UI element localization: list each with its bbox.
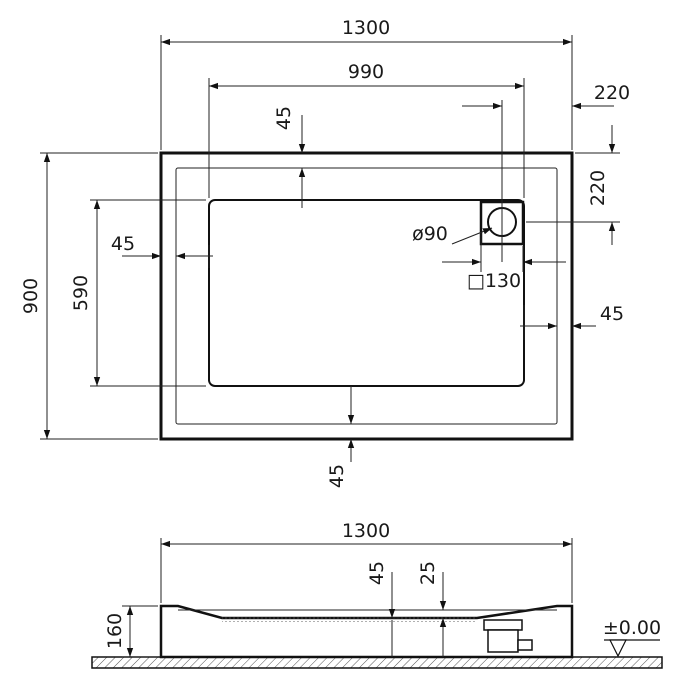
dim-rim-left: 45 (111, 233, 135, 255)
dim-drain-offset-y: 220 (587, 170, 609, 206)
waste-fitting (483, 619, 533, 653)
tray-inner-rim (175, 167, 558, 425)
section-view: 1300 160 45 25 ±0.00 (91, 520, 663, 669)
level-triangle-icon (604, 639, 660, 658)
dim-rim-bottom: 45 (326, 464, 348, 488)
level-label: ±0.00 (603, 617, 661, 639)
section-extension-lines (122, 538, 573, 658)
tray-outline (159, 151, 574, 441)
dim-leader-diameter (451, 227, 493, 245)
dim-depth-a: 45 (366, 561, 388, 585)
dim-drain-diameter: ø90 (412, 223, 448, 245)
dim-rim-right: 45 (600, 303, 624, 325)
dim-overall-depth: 900 (20, 278, 42, 314)
dim-depth-b: 25 (417, 561, 439, 585)
plan-view: 1300 990 220 220 45 45 900 590 ø90 □130 … (20, 17, 630, 488)
dim-section-width: 1300 (342, 520, 390, 542)
basin-outline (208, 199, 525, 387)
dim-basin-width: 990 (348, 61, 384, 83)
dim-rim-top: 45 (273, 106, 295, 130)
dim-drain-square: □130 (467, 270, 521, 292)
dim-section-height: 160 (104, 613, 126, 649)
tray-surface-dots (222, 616, 477, 622)
extension-lines (40, 35, 620, 440)
dim-drain-offset-x: 220 (594, 82, 630, 104)
floor-hatch (91, 656, 663, 669)
dim-overall-width: 1300 (342, 17, 390, 39)
dim-basin-depth: 590 (70, 275, 92, 311)
